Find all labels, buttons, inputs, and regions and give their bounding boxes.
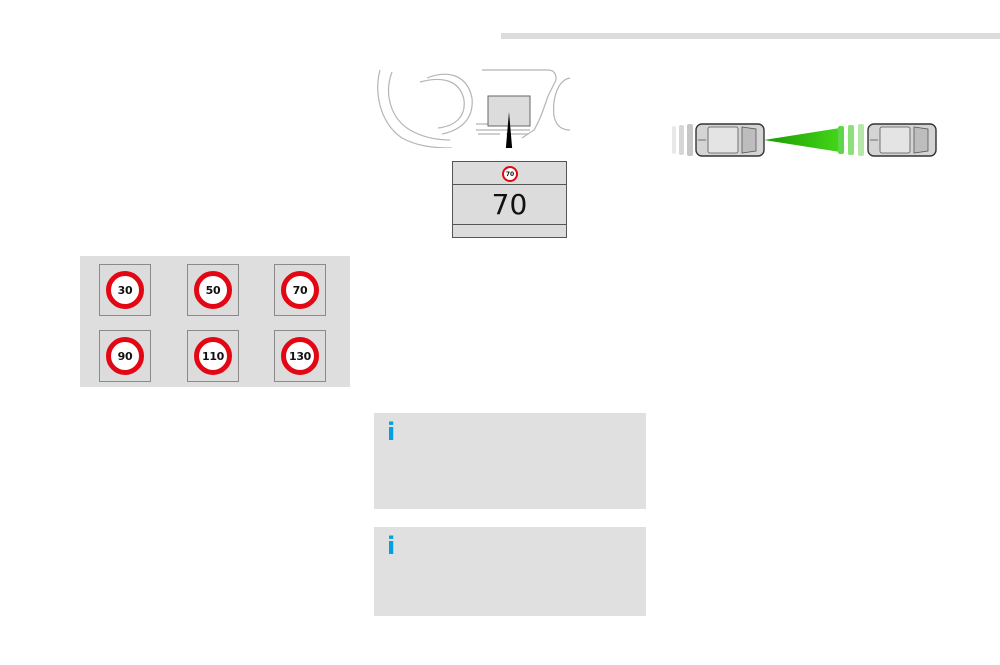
speed-sign-value: 50 xyxy=(205,283,221,297)
info-note-box: i xyxy=(374,527,646,616)
instrument-cluster-illustration xyxy=(377,69,571,148)
speed-limit-sign-icon: 50 xyxy=(194,271,232,309)
speed-sign-tile: 110 xyxy=(187,330,239,382)
rear-vehicle-icon xyxy=(695,123,765,157)
speed-sign-value: 30 xyxy=(117,283,133,297)
info-icon: i xyxy=(387,532,396,560)
speed-sign-value: 70 xyxy=(292,283,308,297)
speed-limit-sign-icon: 110 xyxy=(194,337,232,375)
camera-beam xyxy=(764,128,840,152)
speed-limit-display: 70 70 xyxy=(452,161,567,238)
speed-sign-tile: 50 xyxy=(187,264,239,316)
vehicle-camera-illustration xyxy=(672,123,937,157)
speed-limit-sign-icon: 70 xyxy=(502,166,518,182)
display-sign-value: 70 xyxy=(505,170,515,178)
speed-limit-signs-panel: 30 50 70 90 110 130 xyxy=(80,256,350,387)
display-divider xyxy=(453,224,566,225)
speed-limit-sign-icon: 90 xyxy=(106,337,144,375)
speed-sign-value: 90 xyxy=(117,349,133,363)
speed-limit-sign-icon: 70 xyxy=(281,271,319,309)
display-divider xyxy=(453,184,566,185)
front-vehicle-icon xyxy=(867,123,937,157)
speed-sign-value: 130 xyxy=(288,349,312,363)
speed-limit-sign-icon: 30 xyxy=(106,271,144,309)
speed-limit-sign-icon: 130 xyxy=(281,337,319,375)
speed-sign-tile: 90 xyxy=(99,330,151,382)
info-note-box: i xyxy=(374,413,646,509)
display-speed-value: 70 xyxy=(491,188,528,221)
speed-sign-value: 110 xyxy=(201,349,225,363)
info-icon: i xyxy=(387,418,396,446)
speed-sign-tile: 70 xyxy=(274,264,326,316)
speed-sign-tile: 30 xyxy=(99,264,151,316)
section-header-rule xyxy=(501,33,1000,39)
speed-sign-tile: 130 xyxy=(274,330,326,382)
